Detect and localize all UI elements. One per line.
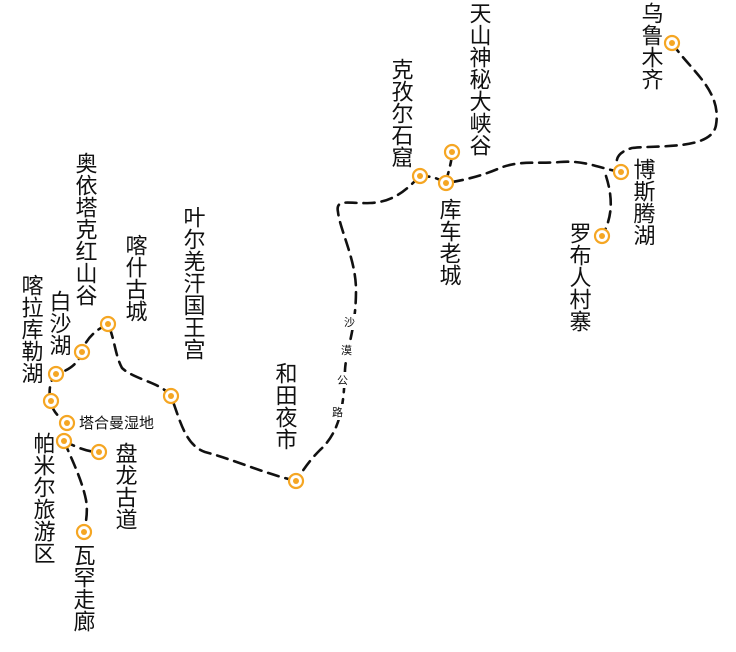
desert-road-char: 沙 bbox=[344, 316, 355, 329]
route-line-bosten-luobu bbox=[600, 174, 613, 238]
stop-label-urumqi: 乌鲁木齐 bbox=[638, 2, 664, 90]
stop-label-hotan: 和田夜市 bbox=[272, 362, 298, 450]
stop-marker-urumqi[interactable] bbox=[663, 34, 681, 52]
stop-label-kizil: 克孜尔石窟 bbox=[388, 58, 414, 168]
stop-label-pamir: 帕米尔旅游区 bbox=[30, 432, 56, 564]
stop-marker-kuche[interactable] bbox=[437, 174, 455, 192]
stop-label-kashgar: 喀什古城 bbox=[122, 234, 148, 322]
stop-label-tianshan: 天山神秘大峡谷 bbox=[466, 2, 492, 156]
route-line-east bbox=[444, 160, 623, 185]
desert-road-char: 漠 bbox=[341, 344, 352, 357]
stop-label-bosten: 博斯腾湖 bbox=[630, 158, 656, 246]
stop-marker-tashkurgan[interactable] bbox=[58, 414, 76, 432]
stop-label-tashkurgan: 塔合曼湿地 bbox=[79, 414, 154, 432]
stop-label-kuche: 库车老城 bbox=[436, 198, 462, 286]
desert-road-char: 路 bbox=[332, 406, 343, 419]
stop-marker-panlong[interactable] bbox=[90, 443, 108, 461]
stop-label-baishahu: 白沙湖 bbox=[46, 290, 72, 356]
stop-marker-tianshan[interactable] bbox=[443, 143, 461, 161]
desert-road-label: 沙 漠 公 路 bbox=[331, 314, 357, 420]
stop-marker-hotan[interactable] bbox=[287, 472, 305, 490]
route-line-southwest bbox=[106, 322, 298, 483]
stop-marker-pamir[interactable] bbox=[55, 432, 73, 450]
stop-label-yeerqiang: 叶尔羌汗国王宫 bbox=[180, 206, 206, 360]
stop-marker-kizil[interactable] bbox=[411, 167, 429, 185]
stop-marker-kashgar[interactable] bbox=[99, 315, 117, 333]
stop-marker-karakul[interactable] bbox=[47, 365, 65, 383]
stop-marker-yeerqiang[interactable] bbox=[162, 387, 180, 405]
stop-marker-baishahu[interactable] bbox=[73, 343, 91, 361]
stop-marker-luobu[interactable] bbox=[593, 227, 611, 245]
stop-marker-wakhan[interactable] bbox=[75, 523, 93, 541]
desert-road-char: 公 bbox=[337, 374, 348, 387]
route-line-north bbox=[615, 41, 719, 174]
stop-marker-bosten[interactable] bbox=[612, 163, 630, 181]
route-line-wakhan bbox=[62, 439, 89, 534]
stop-label-luobu: 罗布人村寨 bbox=[566, 222, 592, 332]
stop-marker-aoyitake[interactable] bbox=[42, 392, 60, 410]
route-line-kizil-desert bbox=[294, 174, 422, 483]
stop-label-karakul: 喀拉库勒湖 bbox=[18, 274, 44, 384]
stop-label-wakhan: 瓦罕走廊 bbox=[70, 544, 96, 632]
stop-label-panlong: 盘龙古道 bbox=[112, 442, 138, 530]
stop-label-aoyitake: 奥依塔克红山谷 bbox=[72, 152, 98, 306]
